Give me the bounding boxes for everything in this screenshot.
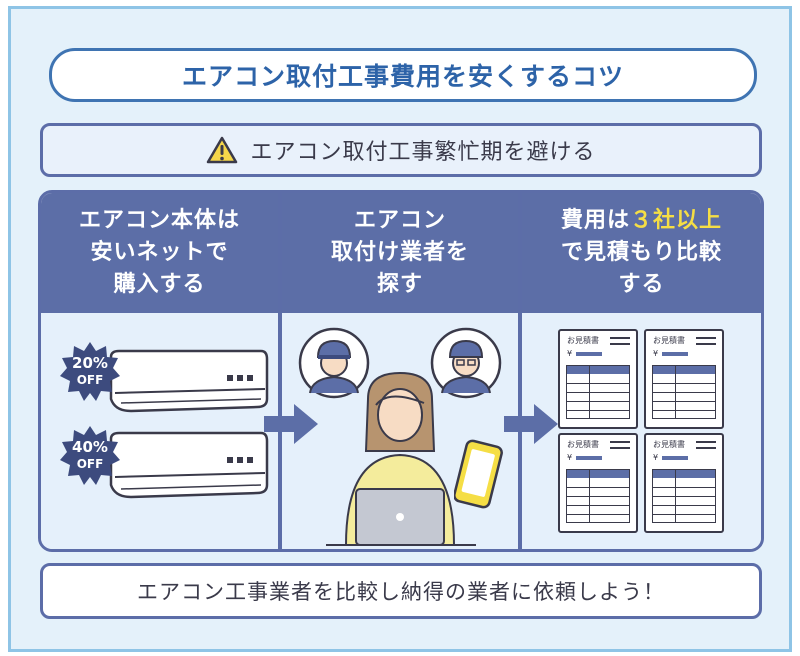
badge-percent: 20% <box>72 354 108 372</box>
badge-percent: 40% <box>72 438 108 456</box>
heading-line: する <box>618 272 665 297</box>
heading-highlight: ３社以上 <box>630 208 723 233</box>
heading-line: エアコン本体は <box>78 208 240 233</box>
smartphone-icon <box>454 439 503 509</box>
estimate-document: お見積書 ¥ <box>644 329 724 429</box>
estimate-yen: ¥ <box>567 349 573 358</box>
tip-box: エアコン取付工事繁忙期を避ける <box>40 123 762 177</box>
step-heading-find: エアコン 取付け業者を 探す <box>282 193 518 313</box>
heading-line: エアコン <box>353 208 446 233</box>
heading-line: 購入する <box>113 272 206 297</box>
discount-badge-40: 40% OFF <box>59 425 121 487</box>
step-body-compare: お見積書 ¥ お見積書 ¥ お見積書 ¥ お見積書 ¥ <box>522 313 761 549</box>
steps-panel: エアコン本体は 安いネットで 購入する <box>38 190 764 552</box>
arrow-right-icon <box>264 404 318 444</box>
badge-off: OFF <box>76 373 104 387</box>
heading-line: 探す <box>376 272 423 297</box>
panel-divider <box>278 193 282 549</box>
badge-off: OFF <box>76 457 104 471</box>
heading-line: 費用は <box>560 208 630 233</box>
step-heading-buy: エアコン本体は 安いネットで 購入する <box>41 193 278 313</box>
step-heading-compare: 費用は３社以上 で見積もり比較 する <box>522 193 761 313</box>
estimate-label: お見積書 <box>653 336 685 345</box>
conclusion-box: エアコン工事業者を比較し納得の業者に依頼しよう！ <box>40 563 762 619</box>
step-body-buy: 20% OFF 40% OFF <box>41 313 278 549</box>
discount-badge-20: 20% OFF <box>59 341 121 403</box>
air-conditioner-icon <box>109 349 269 413</box>
estimate-yen: ¥ <box>653 453 659 462</box>
step-panel-compare: 費用は３社以上 で見積もり比較 する お見積書 ¥ お見積書 ¥ お見積書 ¥ お見積書 ¥ <box>522 193 761 549</box>
heading-line: 取付け業者を <box>330 240 469 265</box>
estimate-yen: ¥ <box>653 349 659 358</box>
customer-with-laptop-icon <box>326 371 476 546</box>
heading-line: 安いネットで <box>90 240 229 265</box>
air-conditioner-icon <box>109 431 269 499</box>
tip-text: エアコン取付工事繁忙期を避ける <box>250 140 596 165</box>
panel-divider <box>518 193 522 549</box>
worker-avatar-icon <box>298 327 370 399</box>
heading-line: で見積もり比較 <box>560 240 722 265</box>
estimate-label: お見積書 <box>567 336 599 345</box>
arrow-right-icon <box>504 404 558 444</box>
step-panel-find: エアコン 取付け業者を 探す <box>282 193 518 549</box>
estimate-label: お見積書 <box>653 440 685 449</box>
conclusion-text: エアコン工事業者を比較し納得の業者に依頼しよう！ <box>137 580 665 604</box>
page-title: エアコン取付工事費用を安くするコツ <box>181 62 624 91</box>
estimate-document: お見積書 ¥ <box>644 433 724 533</box>
worker-avatar-icon <box>430 327 502 399</box>
estimate-document: お見積書 ¥ <box>558 433 638 533</box>
step-panel-buy: エアコン本体は 安いネットで 購入する <box>41 193 278 549</box>
estimate-document: お見積書 ¥ <box>558 329 638 429</box>
title-banner: エアコン取付工事費用を安くするコツ <box>49 48 757 102</box>
estimate-label: お見積書 <box>567 440 599 449</box>
step-body-find <box>282 313 518 549</box>
estimate-yen: ¥ <box>567 453 573 462</box>
warning-icon <box>207 136 238 164</box>
